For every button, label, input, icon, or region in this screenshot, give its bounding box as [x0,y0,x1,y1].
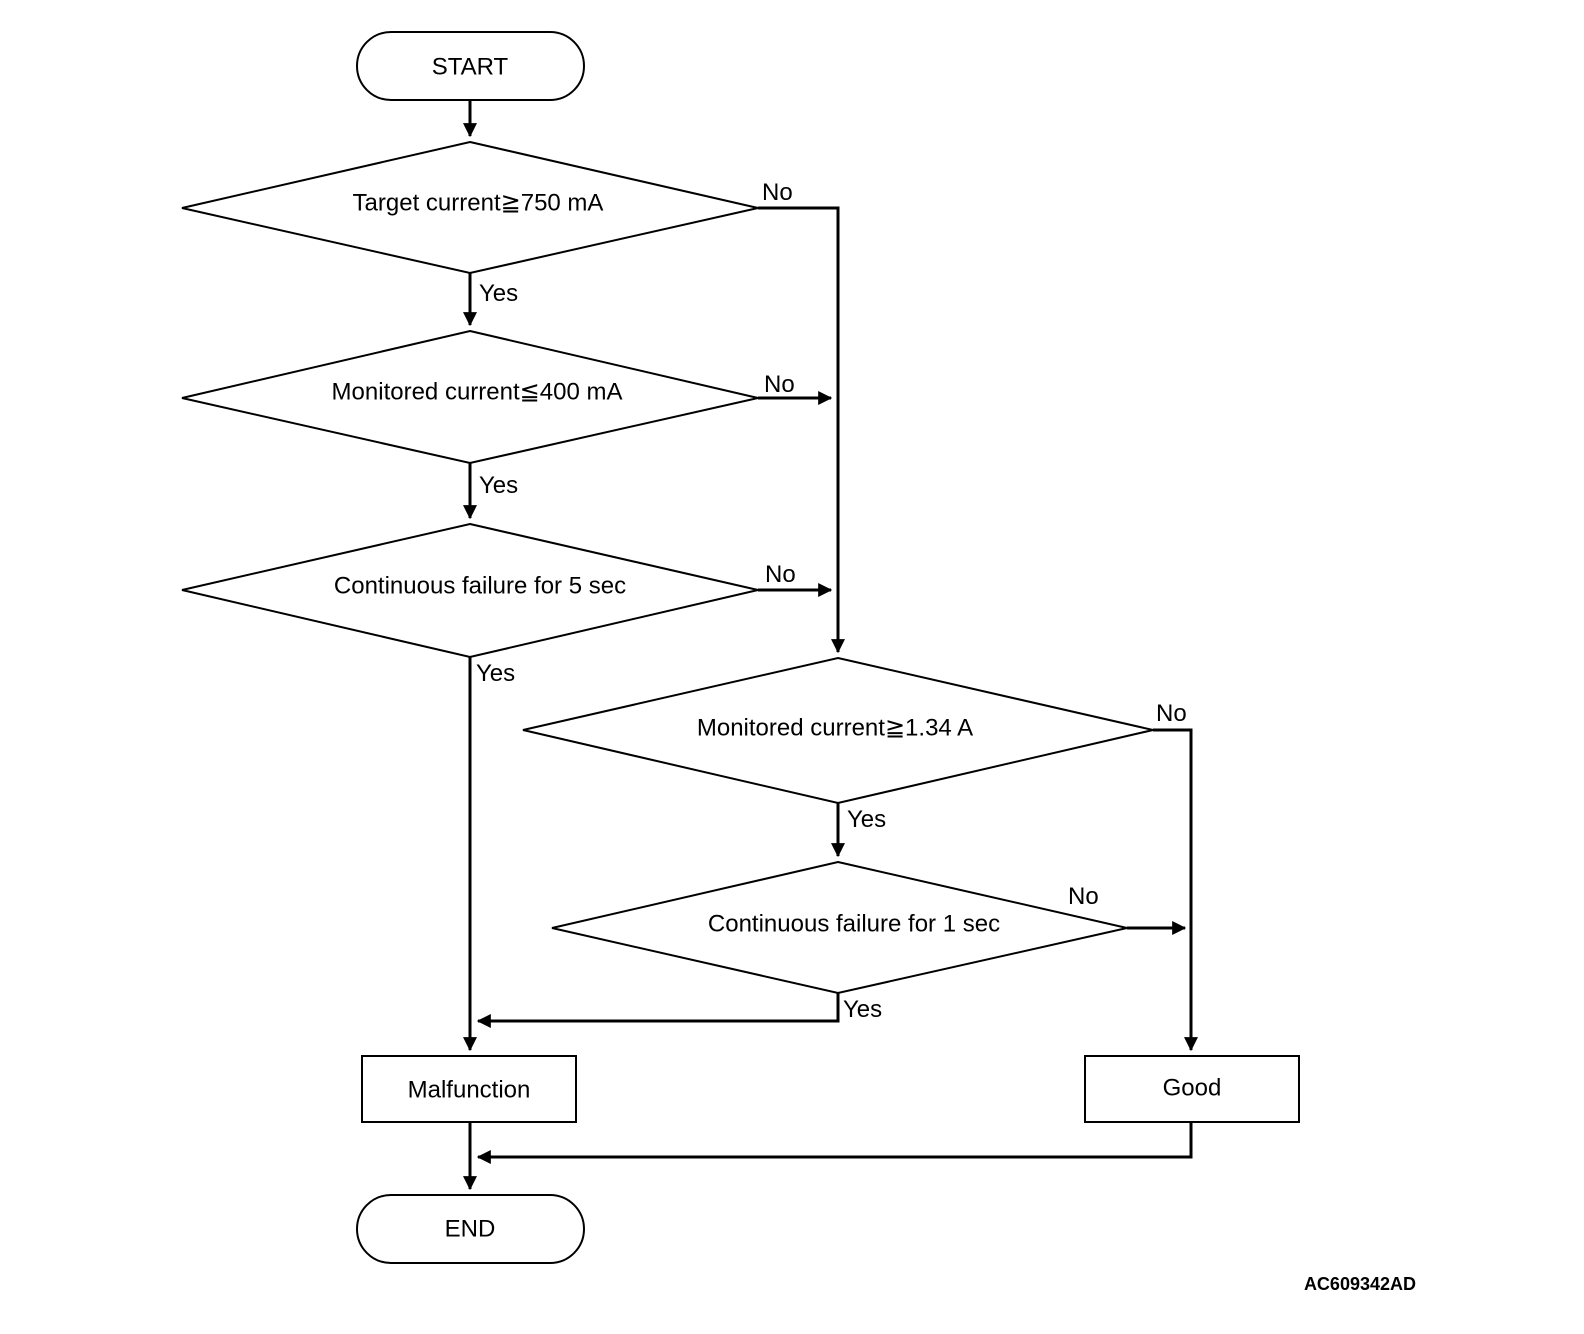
start-label: START [432,53,509,80]
start-node: START [356,31,585,101]
decision-continuous-failure-1s-label: Continuous failure for 1 sec [708,910,1000,937]
end-node: END [356,1194,585,1264]
decision-monitored-current-high-label: Monitored current≧1.34 A [697,714,973,741]
d5-yes-label: Yes [843,996,882,1023]
connector-d4-no [1153,728,1198,1052]
decision-target-current-label: Target current≧750 mA [353,189,604,216]
d1-no-label: No [762,179,793,206]
decision-target-current: Target current≧750 mA [181,140,759,275]
d4-no-label: No [1156,700,1187,727]
decision-continuous-failure-5s: Continuous failure for 5 sec [181,522,759,659]
decision-monitored-current-low: Monitored current≦400 mA [181,329,759,465]
d1-yes-label: Yes [479,280,518,307]
d5-no-label: No [1068,883,1099,910]
decision-monitored-current-low-label: Monitored current≦400 mA [332,378,623,405]
malfunction-label: Malfunction [408,1076,531,1103]
d3-no-label: No [765,561,796,588]
connectors [463,100,1198,1191]
d4-yes-label: Yes [847,806,886,833]
d3-yes-label: Yes [476,660,515,687]
d2-no-label: No [764,371,795,398]
good-box: Good [1084,1055,1300,1123]
good-label: Good [1163,1074,1222,1101]
end-label: END [445,1215,496,1242]
d2-yes-label: Yes [479,472,518,499]
reference-code: AC609342AD [1304,1274,1416,1294]
decision-monitored-current-high: Monitored current≧1.34 A [522,656,1154,805]
connector-d5-yes [476,993,840,1028]
malfunction-box: Malfunction [361,1055,577,1123]
decision-continuous-failure-5s-label: Continuous failure for 5 sec [334,572,626,599]
connector-d1-no [758,206,845,654]
decision-continuous-failure-1s: Continuous failure for 1 sec [551,860,1128,995]
connector-good-to-end [476,1122,1193,1164]
branch-labels: No Yes No Yes No Yes No Yes No Yes [476,179,1187,1023]
